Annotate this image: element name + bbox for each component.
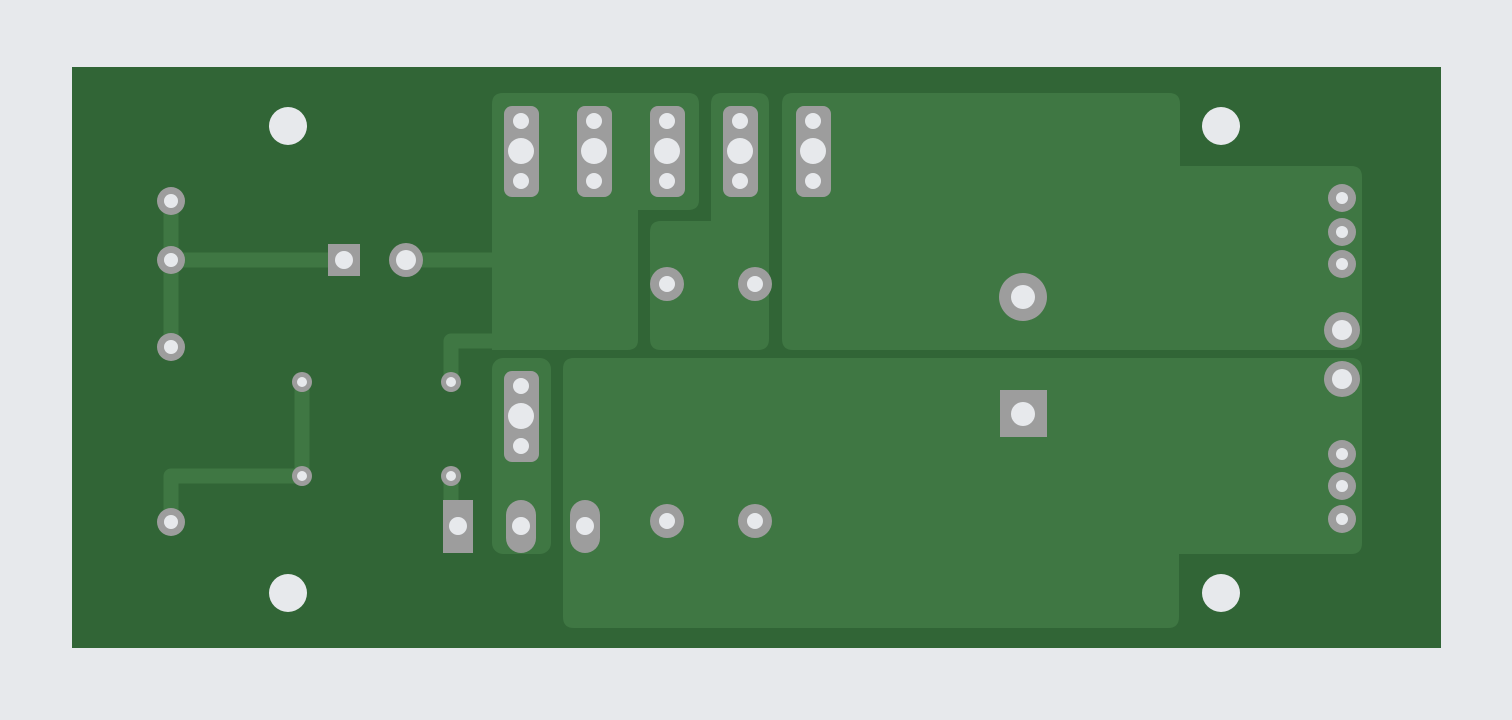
- drill: [659, 276, 675, 292]
- drill: [659, 113, 675, 129]
- drill: [805, 113, 821, 129]
- drill: [513, 378, 529, 394]
- drill: [297, 377, 307, 387]
- trace-lower-left: [163, 382, 310, 522]
- middle-pads: [650, 267, 1047, 437]
- drill: [446, 377, 456, 387]
- drill: [1011, 285, 1035, 309]
- trace-zone-to-via: [443, 333, 492, 382]
- drill: [446, 471, 456, 481]
- upper-footprints: [504, 106, 831, 197]
- drill: [508, 403, 534, 429]
- lower-footprints: [443, 371, 772, 553]
- drill: [732, 173, 748, 189]
- drill: [449, 517, 467, 535]
- copper-zones: [492, 93, 1362, 628]
- drill: [512, 517, 530, 535]
- drill: [164, 515, 178, 529]
- mounting-hole: [1202, 107, 1240, 145]
- drill: [396, 250, 416, 270]
- mounting-hole: [269, 107, 307, 145]
- drill: [1336, 192, 1348, 204]
- drill: [586, 173, 602, 189]
- drill: [1332, 369, 1352, 389]
- edge-connector: [1324, 184, 1360, 533]
- copper-zone-right-lower: [563, 358, 1362, 628]
- drill: [659, 513, 675, 529]
- drill: [164, 194, 178, 208]
- drill: [513, 173, 529, 189]
- drill: [586, 113, 602, 129]
- drill: [659, 173, 675, 189]
- mounting-hole: [269, 574, 307, 612]
- copper-zone-left-upper: [492, 93, 699, 350]
- mounting-hole: [1202, 574, 1240, 612]
- drill: [654, 138, 680, 164]
- drill: [732, 113, 748, 129]
- drill: [513, 113, 529, 129]
- left-components: [157, 187, 461, 536]
- drill: [297, 471, 307, 481]
- drill: [1336, 448, 1348, 460]
- drill: [1336, 226, 1348, 238]
- drill: [727, 138, 753, 164]
- drill: [1011, 402, 1035, 426]
- drill: [576, 517, 594, 535]
- copper-zone-right-upper: [782, 93, 1362, 350]
- drill: [513, 438, 529, 454]
- drill: [1336, 513, 1348, 525]
- drill: [1336, 480, 1348, 492]
- drill: [164, 340, 178, 354]
- drill: [747, 513, 763, 529]
- drill: [581, 138, 607, 164]
- drill: [805, 173, 821, 189]
- drill: [1332, 320, 1352, 340]
- mounting-holes: [269, 107, 1240, 612]
- drill: [335, 251, 353, 269]
- drill: [1336, 258, 1348, 270]
- drill: [508, 138, 534, 164]
- drill: [164, 253, 178, 267]
- drill: [800, 138, 826, 164]
- drill: [747, 276, 763, 292]
